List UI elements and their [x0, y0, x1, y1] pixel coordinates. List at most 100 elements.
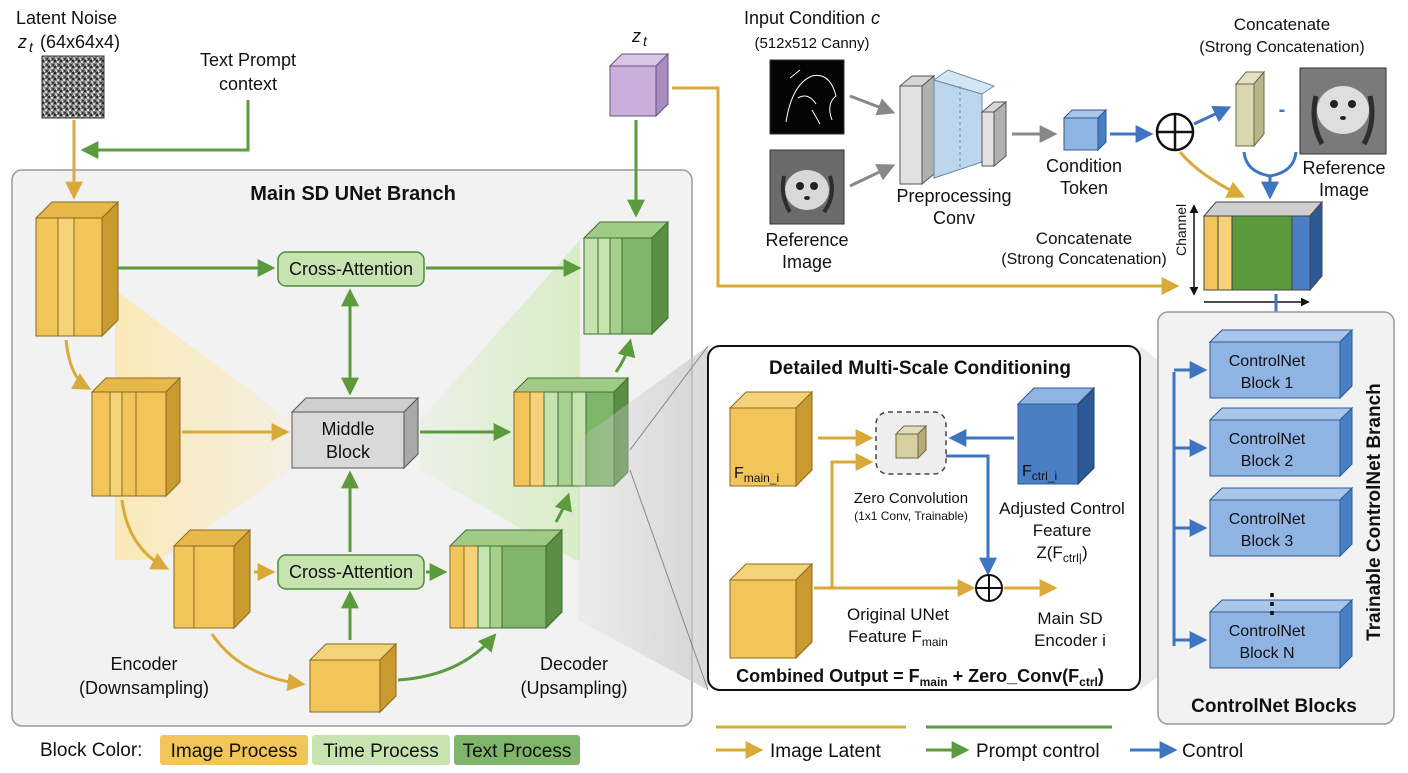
controlnet-ellipsis: ⋮ — [1259, 588, 1285, 618]
controlnet-vertical-title: Trainable ControlNet Branch — [1364, 383, 1385, 641]
original-label-1: Original UNet — [847, 605, 949, 624]
reference-right-label-2: Image — [1319, 180, 1369, 200]
f-ctrl-i-label: Fctrl_i — [1022, 463, 1057, 483]
input-condition-sub: (512x512 Canny) — [754, 35, 869, 52]
decoder-block-1 — [582, 220, 670, 336]
adjusted-label-2: Feature — [1033, 521, 1092, 540]
legend-prompt-control: Prompt control — [976, 741, 1100, 762]
channel-label: Channel — [1173, 204, 1189, 256]
arrow-enc2-enc3 — [120, 499, 170, 570]
controlnet-block-label-2: Block 2 — [1241, 453, 1294, 470]
adjusted-label-1: Adjusted Control — [999, 499, 1125, 518]
arrow-text-prompt — [80, 100, 250, 159]
main-unet-title: Main SD UNet Branch — [250, 183, 456, 205]
arrow-plus-concat-block — [1178, 151, 1246, 198]
encoder-block-3 — [172, 528, 252, 630]
controlnet-block-label-1: ControlNet — [1229, 353, 1306, 370]
middle-block: Middle Block — [290, 396, 420, 470]
controlnet-block-label-1: ControlNet — [1229, 511, 1306, 528]
arrow-canny-preproc — [849, 94, 896, 116]
legend-image-latent: Image Latent — [770, 741, 882, 762]
bottleneck-cube — [308, 642, 398, 714]
legend-time-swatch — [312, 735, 450, 765]
preprocessing-label-1: Preprocessing — [896, 186, 1011, 206]
arrow-zero-sum — [946, 454, 997, 576]
encoder-label-2: (Downsampling) — [79, 678, 209, 698]
f-main-i-label: Fmain_i — [734, 465, 779, 485]
concat-top-label-2: (Strong Concatenation) — [1199, 39, 1364, 56]
controlnet-block-label-2: Block 1 — [1241, 375, 1294, 392]
f-main-i-cube — [728, 390, 814, 488]
latent-noise-image — [41, 55, 105, 119]
decoder-label-1: Decoder — [540, 654, 608, 674]
arrow-dec2-dec1 — [614, 338, 636, 373]
preprocessing-label-2: Conv — [933, 208, 975, 228]
adjusted-label-3: Z(Fctrl|) — [1036, 543, 1087, 565]
decoder-label-2: (Upsampling) — [520, 678, 627, 698]
zoom-wedge — [578, 346, 708, 690]
cross-attention-bottom-label: Cross-Attention — [289, 562, 413, 582]
text-prompt-label-2: context — [219, 74, 277, 94]
zero-conv-label-1: Zero Convolution — [854, 490, 968, 507]
zoom-line-bottom — [629, 469, 709, 691]
condition-token-label-1: Condition — [1046, 156, 1122, 176]
f-original-cube — [728, 562, 814, 660]
cross-attention-top — [277, 251, 425, 287]
latent-noise-dims: (64x64x4) — [40, 32, 120, 52]
arrow-enc1-enc2 — [64, 339, 92, 390]
cross-attention-bottom — [277, 554, 425, 590]
controlnet-block-label-2: Block N — [1239, 645, 1294, 662]
legend-text-swatch — [454, 735, 580, 765]
encoder-block-2 — [90, 376, 182, 498]
concat-slab-top — [1234, 70, 1266, 148]
zt-cube — [608, 52, 670, 118]
legend-image-process: Image Process — [171, 741, 298, 762]
merge-curve — [1242, 151, 1298, 178]
arrow-plus-concat-top — [1193, 105, 1232, 126]
arrow-orig-zero — [830, 453, 874, 588]
middle-block-label-2: Block — [326, 442, 371, 462]
latent-noise-sub: t — [29, 39, 34, 55]
latent-noise-title: Latent Noise — [16, 8, 117, 28]
encoder-block-1 — [34, 200, 120, 338]
condition-token-label-2: Token — [1060, 178, 1108, 198]
main-sd-label-1: Main SD — [1037, 609, 1102, 628]
plus-node-detail — [975, 574, 1003, 602]
zt-var: z — [631, 26, 641, 46]
main-sd-label-2: Encoder i — [1034, 631, 1106, 650]
arrow-ref-preproc — [849, 164, 896, 188]
plus-node-top — [1155, 112, 1195, 152]
concat-dash: - — [1279, 99, 1286, 121]
arrow-bottleneck-dec3 — [397, 633, 497, 682]
reference-image-left — [769, 149, 845, 225]
legend-image-swatch — [160, 735, 308, 765]
reference-right-label-1: Reference — [1302, 158, 1385, 178]
arrow-zt-concat — [672, 86, 1180, 295]
zero-conv-label-2: (1x1 Conv, Trainable) — [854, 509, 968, 523]
detail-title: Detailed Multi-Scale Conditioning — [769, 358, 1071, 379]
zt-sub: t — [643, 33, 648, 49]
condition-token-cube — [1062, 108, 1108, 152]
zero-conv-node — [875, 411, 947, 475]
decoder-block-3 — [448, 528, 564, 630]
concat-mid-label-2: (Strong Concatenation) — [1001, 251, 1166, 268]
concatenated-feature-block — [1202, 200, 1324, 292]
legend-text-process: Text Process — [463, 741, 572, 762]
preprocessing-conv — [898, 69, 1008, 186]
concat-mid-label-1: Concatenate — [1036, 229, 1132, 248]
controlnet-block-label-1: ControlNet — [1229, 623, 1306, 640]
concat-top-label-1: Concatenate — [1234, 15, 1330, 34]
controlnet-block-label-1: ControlNet — [1229, 431, 1306, 448]
controlnet-block-label-2: Block 3 — [1241, 533, 1294, 550]
canny-edge-image — [769, 59, 845, 135]
legend-control: Control — [1182, 741, 1243, 762]
zoom-line-top — [629, 345, 709, 451]
legend-block-color-label: Block Color: — [40, 740, 142, 761]
